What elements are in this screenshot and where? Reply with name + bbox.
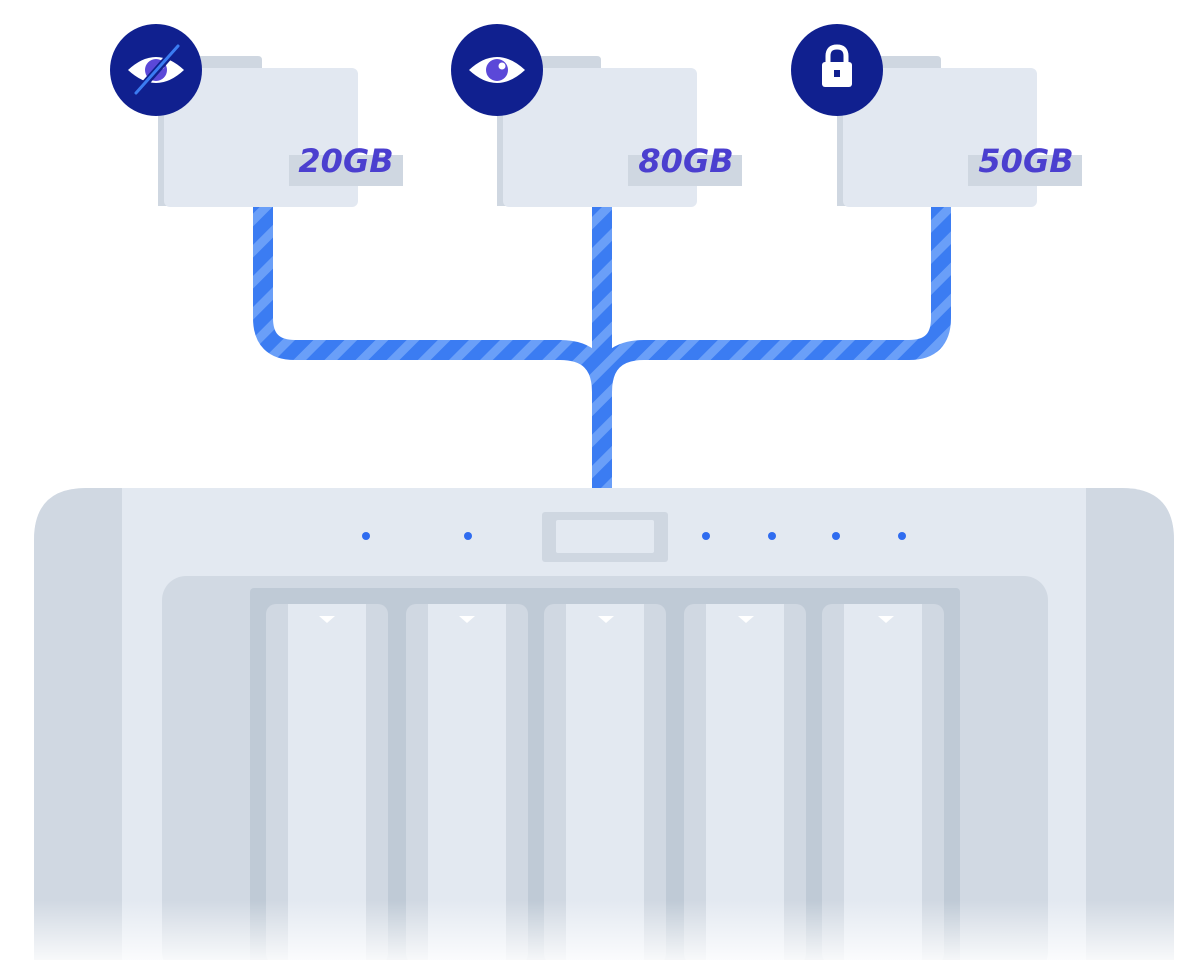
nas-display-screen <box>556 520 654 553</box>
folder-size-label: 50GB <box>978 142 1073 180</box>
bottom-fade <box>34 900 1174 960</box>
size-tag <box>968 155 1082 186</box>
nas-side-left <box>34 488 122 960</box>
folder-1: 20GB <box>158 56 403 207</box>
size-tag <box>289 155 403 186</box>
lock-icon <box>791 24 883 116</box>
drive-tray <box>684 604 806 960</box>
folder-size-label: 80GB <box>638 142 733 180</box>
cable-left <box>253 206 612 393</box>
indicator-light <box>362 532 370 540</box>
cable-network <box>253 206 951 490</box>
size-tag <box>628 155 742 186</box>
indicator-light <box>464 532 472 540</box>
eye-slash-icon <box>110 24 202 116</box>
nas-side-right <box>1086 488 1174 960</box>
indicator-light <box>768 532 776 540</box>
indicator-light <box>898 532 906 540</box>
folder-2: 80GB <box>497 56 742 207</box>
nas-device <box>34 488 1174 960</box>
cable-right <box>592 206 951 393</box>
folder-size-label: 20GB <box>298 142 393 180</box>
indicator-light <box>832 532 840 540</box>
eye-icon <box>451 24 543 116</box>
indicator-light <box>702 532 710 540</box>
